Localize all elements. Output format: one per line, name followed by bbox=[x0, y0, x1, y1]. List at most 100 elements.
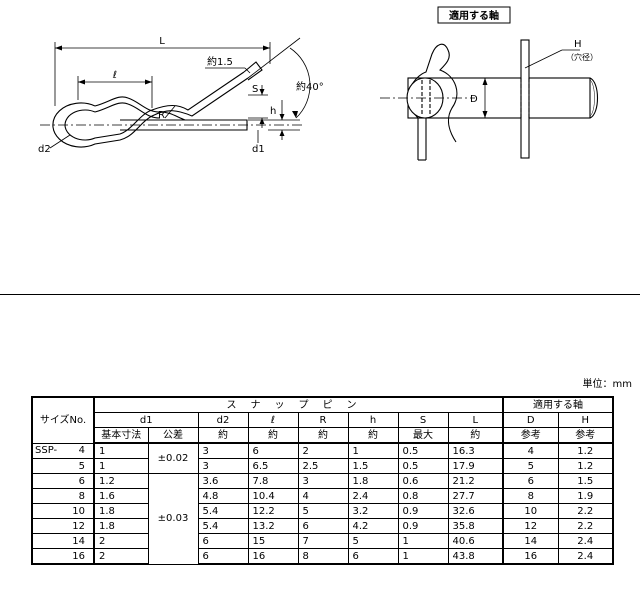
cell-size-no: 14 bbox=[31, 533, 95, 549]
header-nominal: 基本寸法 bbox=[93, 427, 149, 444]
cell-S: 0.9 bbox=[397, 518, 449, 534]
header-S: S bbox=[397, 412, 449, 428]
shaft-title: 適用する軸 bbox=[449, 9, 499, 22]
header-l: ℓ bbox=[247, 412, 299, 428]
cell-l: 12.2 bbox=[247, 503, 299, 519]
cell-R: 5 bbox=[297, 503, 349, 519]
cell-l: 15 bbox=[247, 533, 299, 549]
header-tolerance: 公差 bbox=[147, 427, 199, 444]
cell-h: 3.2 bbox=[347, 503, 399, 519]
cell-L: 16.3 bbox=[447, 442, 504, 459]
dim-D-label: D bbox=[470, 94, 478, 105]
shaft-dimension-lines bbox=[380, 6, 580, 119]
cell-d2: 3 bbox=[197, 458, 249, 474]
size-number: 6 bbox=[78, 475, 85, 487]
cell-S: 0.5 bbox=[397, 458, 449, 474]
size-number: 16 bbox=[72, 550, 85, 562]
cell-R: 2.5 bbox=[297, 458, 349, 474]
header-applicable-shaft: 適用する軸 bbox=[502, 396, 614, 413]
cell-h: 1.5 bbox=[347, 458, 399, 474]
dim-S-label: S bbox=[252, 84, 258, 95]
header-h: h bbox=[347, 412, 399, 428]
table-header-row: サイズNo. スナップピン 適用する軸 bbox=[31, 396, 614, 444]
cell-S: 0.8 bbox=[397, 488, 449, 504]
cell-size-no: 5 bbox=[31, 458, 95, 474]
pin-dimension-lines bbox=[40, 37, 311, 149]
size-prefix: SSP- bbox=[35, 445, 58, 457]
cell-S: 0.5 bbox=[397, 442, 449, 459]
dim-L-label: L bbox=[159, 36, 165, 47]
header-H: H bbox=[557, 412, 614, 428]
header-L: L bbox=[447, 412, 504, 428]
header-approx-l: 約 bbox=[247, 427, 299, 444]
cell-d2: 6 bbox=[197, 548, 249, 565]
dim-H-label: H bbox=[574, 39, 582, 50]
cell-l: 10.4 bbox=[247, 488, 299, 504]
cell-d1: 1 bbox=[93, 442, 149, 459]
cell-L: 35.8 bbox=[447, 518, 504, 534]
header-approx-L: 約 bbox=[447, 427, 504, 444]
cell-L: 27.7 bbox=[447, 488, 504, 504]
cell-R: 8 bbox=[297, 548, 349, 565]
cell-R: 3 bbox=[297, 473, 349, 489]
cell-l: 13.2 bbox=[247, 518, 299, 534]
cell-H: 2.2 bbox=[557, 518, 614, 534]
table-header-row: d1 d2 ℓ R h S L D H bbox=[32, 412, 614, 428]
cell-d2: 3.6 bbox=[197, 473, 249, 489]
cell-l: 6 bbox=[247, 442, 299, 459]
header-d2: d2 bbox=[197, 412, 249, 428]
cell-H: 2.2 bbox=[557, 503, 614, 519]
cell-tolerance-b: ±0.03 bbox=[147, 473, 199, 565]
cell-h: 4.2 bbox=[347, 518, 399, 534]
dim-l-label: ℓ bbox=[113, 70, 117, 81]
cell-L: 40.6 bbox=[447, 533, 504, 549]
cell-D: 12 bbox=[502, 518, 559, 534]
cell-d1: 2 bbox=[93, 548, 149, 565]
cell-size-no: 16 bbox=[31, 548, 95, 565]
header-max-S: 最大 bbox=[397, 427, 449, 444]
size-number: 12 bbox=[72, 520, 85, 532]
size-number: 14 bbox=[72, 535, 85, 547]
header-size-no: サイズNo. bbox=[31, 396, 95, 444]
cell-size-no: 6 bbox=[31, 473, 95, 489]
header-D: D bbox=[502, 412, 559, 428]
cell-L: 43.8 bbox=[447, 548, 504, 565]
section-divider bbox=[0, 294, 640, 295]
cell-size-no: SSP-4 bbox=[31, 442, 95, 459]
size-number: 5 bbox=[78, 460, 85, 472]
cell-h: 2.4 bbox=[347, 488, 399, 504]
cell-d2: 6 bbox=[197, 533, 249, 549]
cell-tolerance-a: ±0.02 bbox=[147, 442, 199, 474]
spec-table: サイズNo. スナップピン 適用する軸 d1 d2 ℓ R h S L D H … bbox=[31, 396, 614, 565]
cell-D: 10 bbox=[502, 503, 559, 519]
cell-h: 1 bbox=[347, 442, 399, 459]
cell-d2: 3 bbox=[197, 442, 249, 459]
hole-diameter-note: （穴径） bbox=[566, 52, 598, 62]
cell-h: 6 bbox=[347, 548, 399, 565]
cell-l: 6.5 bbox=[247, 458, 299, 474]
cell-size-no: 12 bbox=[31, 518, 95, 534]
dim-angle-label: 約40° bbox=[296, 80, 324, 93]
cell-L: 32.6 bbox=[447, 503, 504, 519]
header-approx-h: 約 bbox=[347, 427, 399, 444]
cell-S: 0.6 bbox=[397, 473, 449, 489]
cell-d1: 1.2 bbox=[93, 473, 149, 489]
header-d1: d1 bbox=[93, 412, 199, 428]
cell-L: 17.9 bbox=[447, 458, 504, 474]
cell-h: 1.8 bbox=[347, 473, 399, 489]
cell-l: 16 bbox=[247, 548, 299, 565]
header-reference-H: 参考 bbox=[557, 427, 614, 444]
cell-D: 14 bbox=[502, 533, 559, 549]
cell-R: 6 bbox=[297, 518, 349, 534]
cell-d1: 1.8 bbox=[93, 518, 149, 534]
size-number: 8 bbox=[78, 490, 85, 502]
cell-S: 1 bbox=[397, 533, 449, 549]
size-number: 10 bbox=[72, 505, 85, 517]
header-R: R bbox=[297, 412, 349, 428]
cell-d2: 5.4 bbox=[197, 503, 249, 519]
header-approx-R: 約 bbox=[297, 427, 349, 444]
cell-D: 6 bbox=[502, 473, 559, 489]
technical-drawing: L ℓ 約1.5 約40° S R h d2 d1 適用する軸 H （穴径） D bbox=[38, 6, 599, 161]
